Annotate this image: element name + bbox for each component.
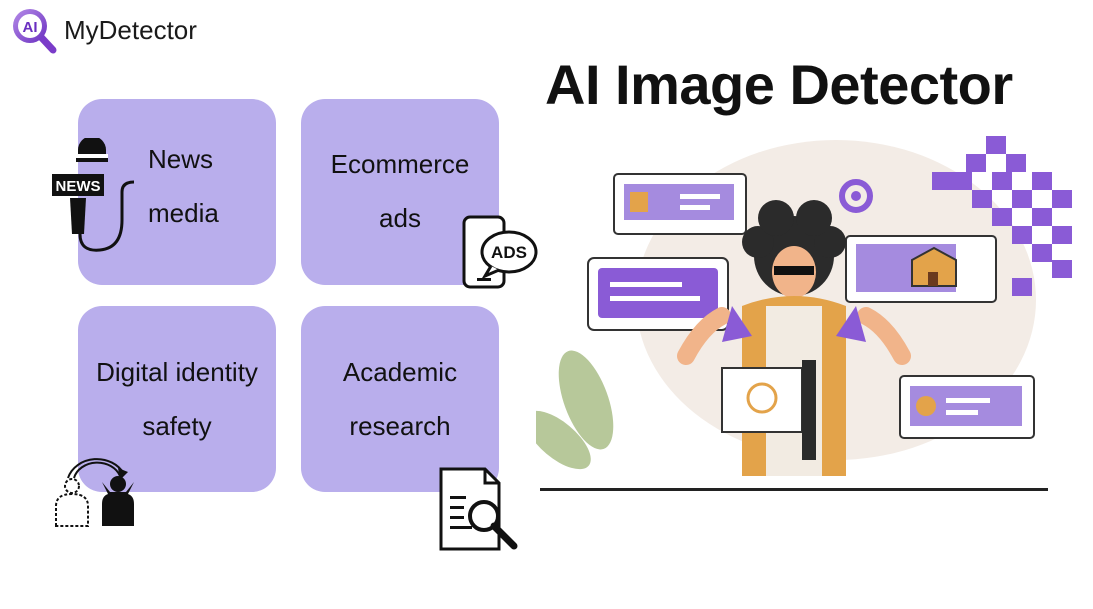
page-title: AI Image Detector — [545, 53, 1013, 116]
gear-icon — [839, 179, 873, 213]
card-label-line1: Digital identity — [96, 357, 258, 387]
card-label: Academic research — [301, 345, 499, 453]
card-label-line1: News — [148, 144, 214, 174]
panel-top-left — [613, 173, 747, 235]
card-label-line1: Academic — [342, 357, 458, 387]
logo-mark-text: AI — [23, 19, 38, 36]
magnifier-logo-icon: AI — [13, 9, 57, 54]
ads-phone-icon: ADS — [462, 215, 538, 289]
card-label: Ecommerce ads — [301, 137, 499, 245]
ads-badge-text: ADS — [491, 243, 527, 262]
card-news-media[interactable]: News media — [78, 99, 276, 285]
news-badge-text: NEWS — [56, 178, 101, 195]
document-search-icon — [439, 467, 518, 551]
card-label-line2: research — [349, 411, 451, 441]
card-label: Digital identity safety — [78, 345, 276, 453]
card-academic-research[interactable]: Academic research — [301, 306, 499, 492]
hero-illustration — [536, 136, 1072, 491]
ground-line — [540, 488, 1048, 491]
card-label-line2: safety — [142, 411, 212, 441]
card-label: News media — [148, 132, 266, 240]
panel-bottom-right — [899, 375, 1035, 439]
card-ecommerce-ads[interactable]: Ecommerce ads — [301, 99, 499, 285]
plant-leaves — [536, 350, 614, 470]
card-label-line2: ads — [379, 203, 421, 233]
brand-name: MyDetector — [64, 14, 197, 45]
card-label-line1: Ecommerce — [330, 149, 470, 179]
laptop — [721, 360, 816, 460]
card-label-line2: media — [148, 198, 219, 228]
brand-logo[interactable]: AI MyDetector — [10, 6, 197, 54]
panel-left-message — [587, 257, 729, 331]
panel-right-image — [845, 235, 997, 303]
identity-swap-icon — [55, 458, 134, 527]
news-microphone-icon: NEWS — [52, 138, 135, 252]
card-digital-identity[interactable]: Digital identity safety — [78, 306, 276, 492]
